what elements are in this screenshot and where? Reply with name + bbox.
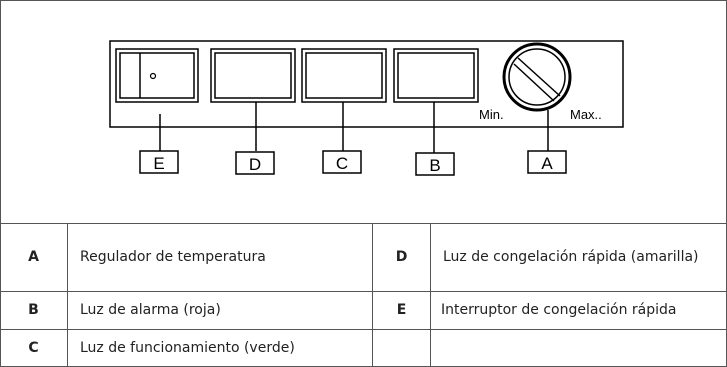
legend-key-e: E [396,302,407,318]
legend-desc-d: Luz de congelación rápida (amarilla) [443,249,699,265]
legend-desc-a: Regulador de temperatura [80,249,266,265]
fast-freeze-switch [115,48,199,103]
dial-min-label: Min. [479,107,504,122]
callout-label-e: E [153,154,164,173]
legend-desc-e: Interruptor de congelación rápida [441,302,677,318]
callout-box-d [235,151,275,175]
callout-box-a [527,150,567,174]
dial-max-label: Max.. [570,107,602,122]
control-panel [109,40,624,128]
callout-label-b: B [429,156,440,175]
legend-desc-b: Luz de alarma (roja) [80,302,221,318]
callout-box-c [322,150,362,174]
fast-freeze-light [210,48,296,103]
legend-desc-empty [431,330,727,367]
callout-label-a: A [541,154,553,173]
callout-box-b [415,152,455,176]
operation-light [301,48,387,103]
callout-box-e [139,150,179,174]
legend-key-c: C [28,340,39,356]
legend-key-a: A [28,249,39,265]
alarm-light [393,48,479,103]
legend-desc-c: Luz de funcionamiento (verde) [80,340,295,356]
legend-key-empty [373,330,430,367]
temperature-dial [502,42,572,112]
callout-label-d: D [249,155,261,174]
legend-key-d: D [395,249,408,265]
callout-label-c: C [336,154,348,173]
legend-key-b: B [28,302,39,318]
